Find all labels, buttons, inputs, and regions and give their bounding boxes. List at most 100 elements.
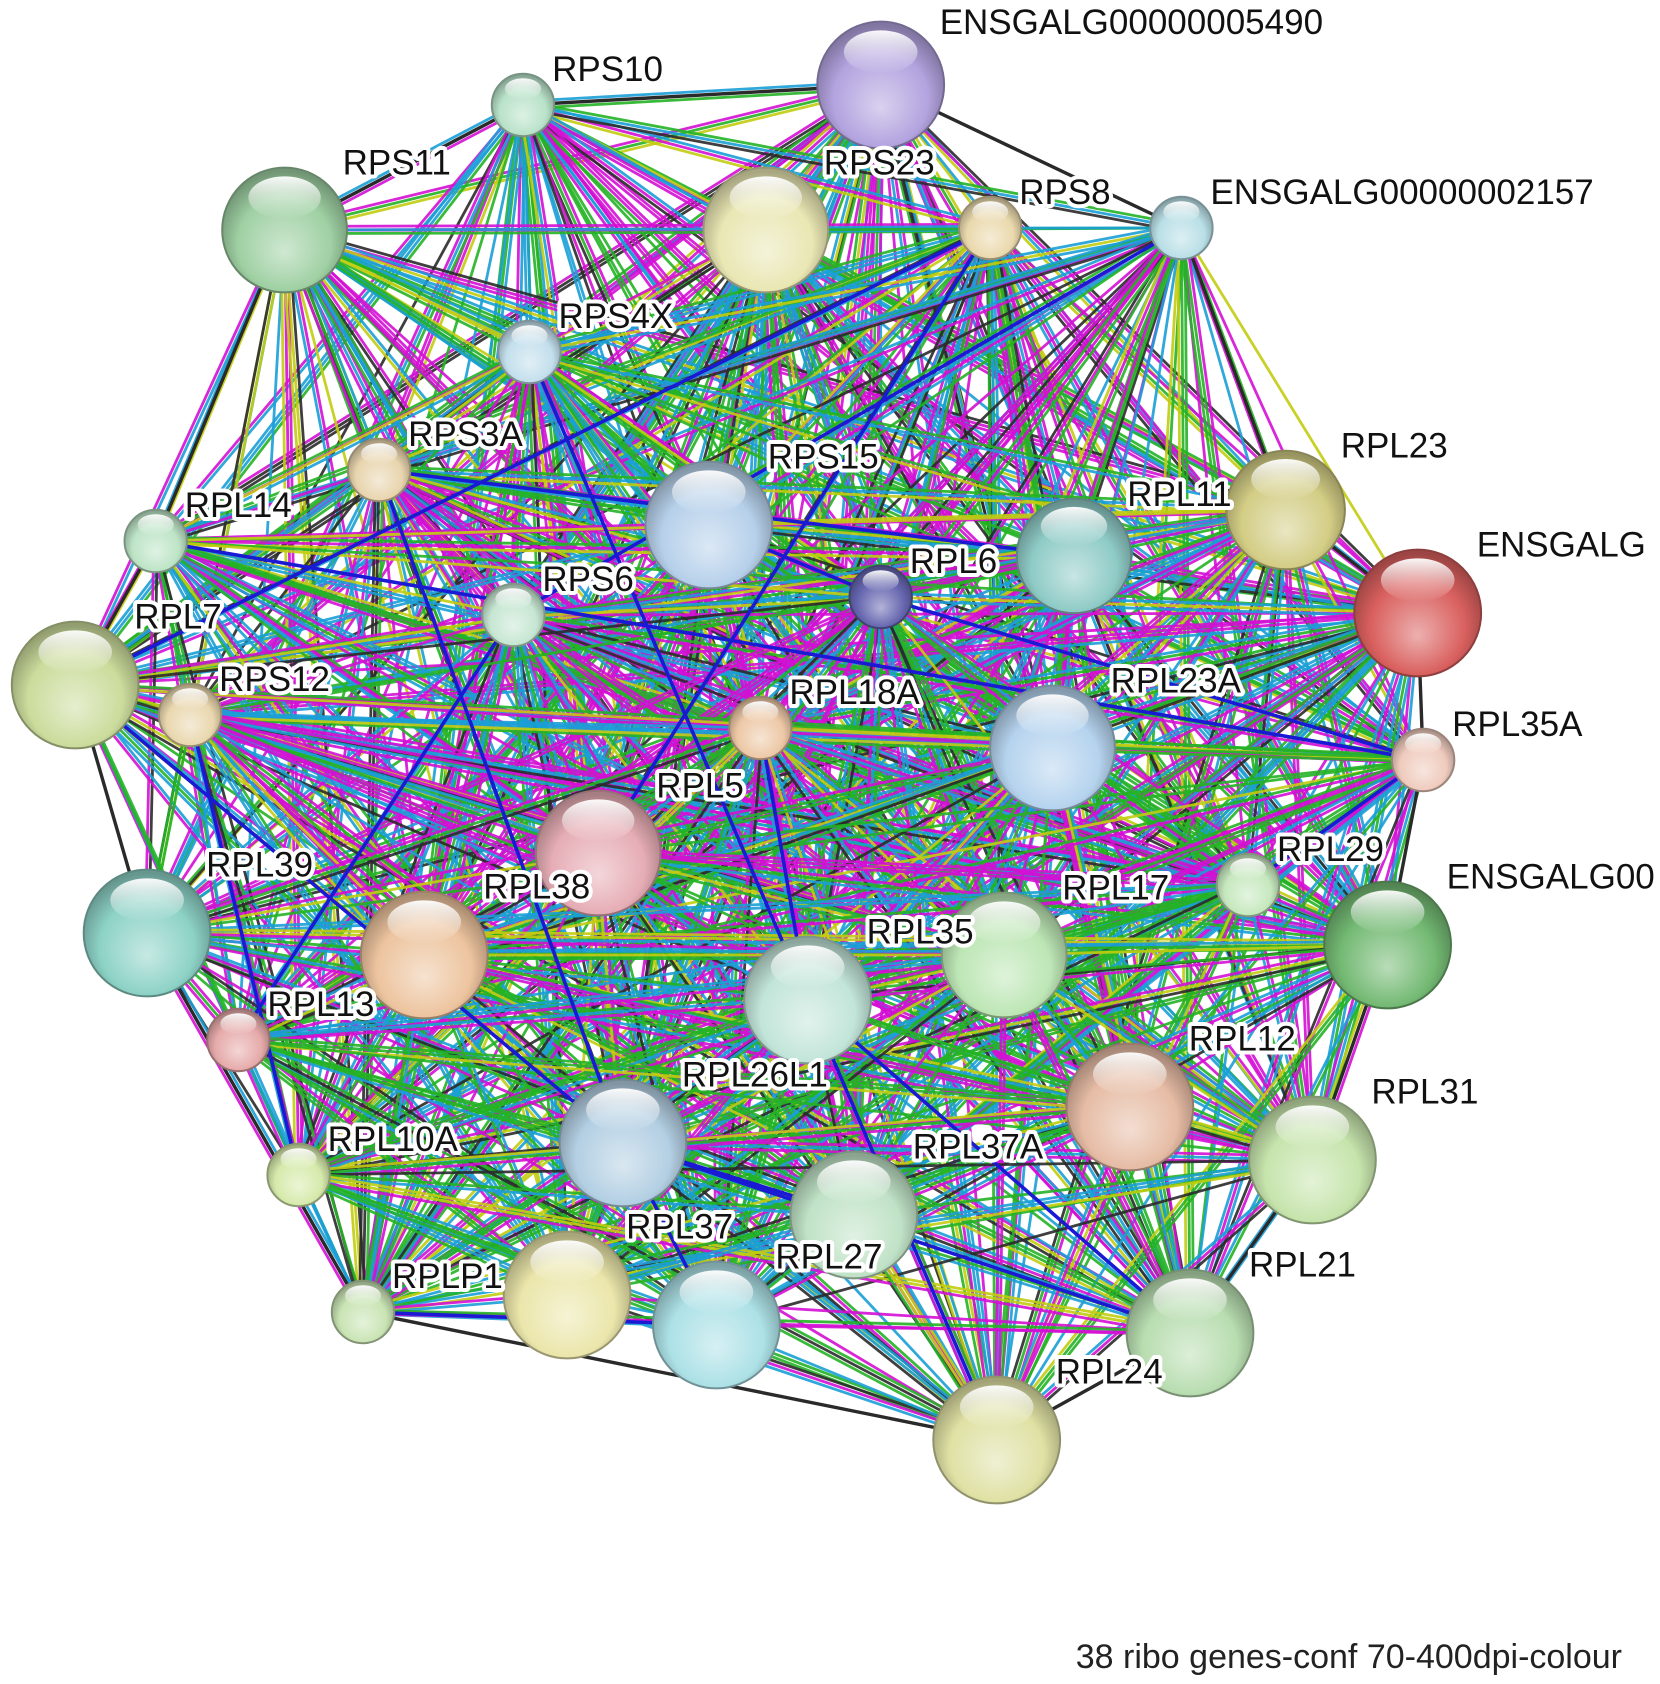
edge bbox=[363, 1109, 1132, 1317]
node-rpl26l1 bbox=[558, 1078, 688, 1208]
edge bbox=[75, 615, 514, 689]
node-highlight bbox=[972, 201, 1009, 223]
label-rplp1: RPLP1 bbox=[392, 1257, 503, 1296]
edge bbox=[522, 107, 1181, 233]
edge-blue bbox=[596, 227, 992, 854]
edge bbox=[880, 599, 1418, 618]
edge bbox=[1176, 227, 1188, 1334]
label-rpl29: RPL29 bbox=[1277, 830, 1384, 869]
edge bbox=[379, 228, 992, 474]
edge bbox=[236, 725, 761, 1040]
blue-edge-layer bbox=[74, 226, 1425, 1441]
node-highlight bbox=[1405, 733, 1442, 755]
label-rpl35: RPL35 bbox=[867, 913, 974, 952]
edge bbox=[189, 717, 1053, 753]
edge bbox=[716, 1158, 1313, 1327]
node-rps15 bbox=[644, 460, 774, 590]
edge bbox=[709, 228, 1184, 528]
node-highlight bbox=[1163, 201, 1200, 223]
edge-blue bbox=[1246, 758, 1425, 887]
edge bbox=[297, 1177, 1190, 1338]
edge bbox=[238, 953, 1005, 1042]
edge bbox=[298, 1102, 1130, 1173]
edge bbox=[528, 223, 1181, 350]
node-highlight bbox=[562, 799, 635, 842]
node-rpl13 bbox=[206, 1007, 271, 1073]
edge bbox=[855, 761, 1427, 1219]
node-rpl17 bbox=[940, 891, 1068, 1019]
node-highlight bbox=[1251, 459, 1320, 500]
node-highlight bbox=[1040, 506, 1108, 546]
edge bbox=[189, 717, 1248, 890]
edge bbox=[238, 1042, 1130, 1112]
edge bbox=[379, 465, 1286, 508]
node-rpl18a bbox=[728, 695, 793, 761]
node-highlight bbox=[1229, 858, 1267, 880]
edge bbox=[142, 934, 362, 1315]
edge bbox=[622, 1141, 998, 1442]
node-layer bbox=[10, 20, 1483, 1505]
label-rpl37a: RPL37A bbox=[913, 1128, 1044, 1167]
node-highlight bbox=[110, 878, 184, 922]
node-highlight bbox=[361, 443, 398, 465]
edge bbox=[284, 222, 991, 228]
label-rpl23a: RPL23A bbox=[1111, 662, 1242, 701]
node-rps11 bbox=[221, 166, 349, 294]
edge bbox=[72, 685, 567, 1297]
edge bbox=[1287, 508, 1393, 945]
node-rpl6 bbox=[848, 564, 913, 630]
node-highlight bbox=[387, 900, 462, 944]
node-rps6 bbox=[481, 582, 546, 648]
edge bbox=[426, 230, 771, 958]
node-rpl11 bbox=[1015, 497, 1133, 615]
edge bbox=[598, 848, 1006, 953]
node-rpl21 bbox=[1125, 1268, 1255, 1398]
edge bbox=[298, 1109, 1131, 1180]
edge bbox=[513, 593, 881, 615]
edge bbox=[298, 998, 809, 1177]
edge-blue bbox=[188, 714, 301, 1176]
label-rpl13: RPL13 bbox=[267, 985, 374, 1024]
label-ensgalg00000002157: ENSGALG00000002157 bbox=[1210, 173, 1593, 212]
edge bbox=[188, 469, 381, 716]
node-rpl39 bbox=[82, 868, 212, 998]
figure-caption: 38 ribo genes-conf 70-400dpi-colour bbox=[1076, 1638, 1622, 1676]
node-ensgalg00000005490 bbox=[816, 20, 946, 150]
edge bbox=[758, 505, 1285, 726]
edge bbox=[75, 595, 881, 687]
label-rpl24: RPL24 bbox=[1056, 1353, 1163, 1392]
label-ensgalg: ENSGALG bbox=[1477, 526, 1646, 565]
edge bbox=[281, 230, 424, 956]
edge bbox=[187, 715, 363, 1313]
edge bbox=[529, 226, 1182, 354]
edge bbox=[147, 928, 1388, 943]
label-rpl31: RPL31 bbox=[1371, 1073, 1478, 1112]
edge bbox=[74, 611, 514, 685]
node-highlight bbox=[220, 1013, 257, 1035]
node-rps4x bbox=[497, 319, 562, 385]
node-highlight bbox=[729, 176, 802, 219]
node-rps23 bbox=[702, 166, 830, 294]
label-rps15: RPS15 bbox=[768, 438, 879, 477]
label-rpl26l1: RPL26L1 bbox=[682, 1056, 828, 1095]
label-rpl38: RPL38 bbox=[483, 868, 590, 907]
node-highlight bbox=[1350, 890, 1425, 934]
label-ensgalg00000005490: ENSGALG00000005490 bbox=[940, 3, 1323, 42]
node-ensgalg bbox=[1353, 548, 1483, 678]
node-rpl38 bbox=[359, 890, 489, 1020]
label-rpl35a: RPL35A bbox=[1452, 705, 1583, 744]
node-highlight bbox=[742, 701, 779, 723]
edge bbox=[1180, 227, 1192, 1334]
edge bbox=[155, 539, 1418, 615]
node-highlight bbox=[248, 176, 321, 219]
edge bbox=[238, 996, 808, 1040]
edge bbox=[189, 713, 1191, 1335]
node-highlight bbox=[504, 78, 542, 100]
edge bbox=[807, 998, 1313, 1162]
edge bbox=[512, 615, 761, 731]
label-rpl14: RPL14 bbox=[185, 486, 292, 525]
label-rps6: RPS6 bbox=[542, 560, 633, 599]
node-ensgalg00 bbox=[1323, 880, 1452, 1010]
edge bbox=[238, 1035, 1131, 1105]
